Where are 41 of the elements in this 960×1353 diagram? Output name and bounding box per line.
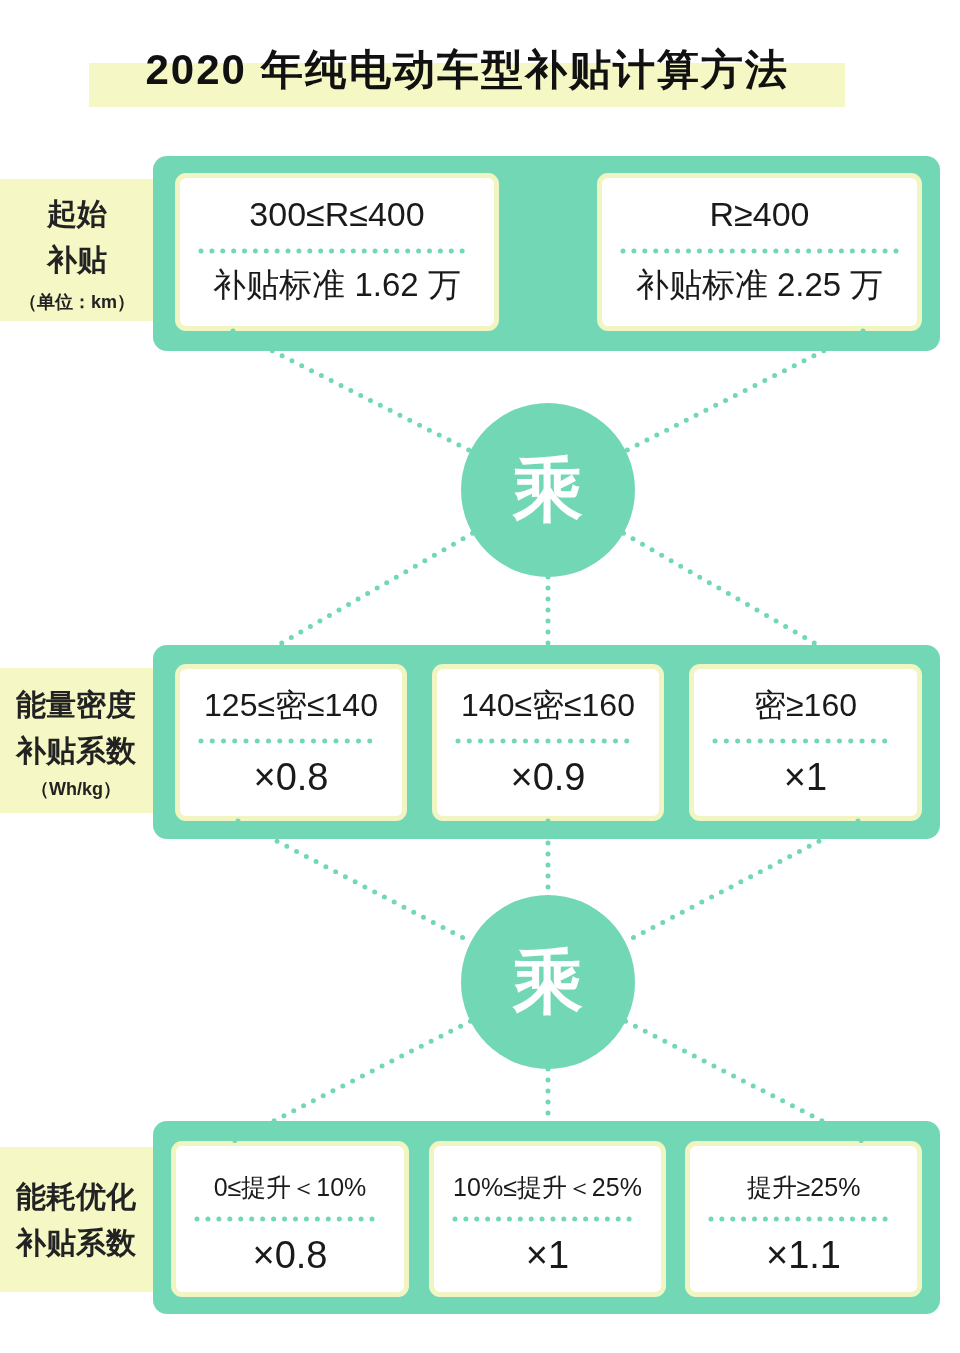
condition-text: 密≥160: [754, 686, 857, 726]
dotted-connector: [623, 1018, 865, 1144]
value-text: ×0.8: [252, 1233, 328, 1279]
option-card: [429, 1141, 666, 1297]
option-card: [689, 664, 922, 821]
option-card: [175, 664, 407, 821]
group-panel: [153, 156, 940, 351]
condition-text: 10%≤提升＜25%: [453, 1171, 642, 1203]
heading-band: [0, 668, 153, 813]
group-panel: [153, 645, 940, 839]
unit-note: （单位：km）: [19, 291, 135, 314]
condition-text: 提升≥25%: [746, 1171, 861, 1203]
option-card: [597, 173, 922, 331]
value-text: ×0.9: [510, 755, 586, 801]
dotted-connector: [231, 1018, 473, 1144]
heading-band: [0, 179, 153, 321]
value-text: ×1.1: [766, 1233, 841, 1279]
unit-note: （Wh/kg）: [31, 778, 121, 801]
row-heading: 能量密度补贴系数: [14, 687, 137, 769]
option-card: [175, 173, 499, 331]
value-text: ×1: [525, 1233, 570, 1279]
group-panel: [153, 1121, 940, 1314]
condition-text: 300≤R≤400: [249, 193, 425, 235]
condition-text: R≥400: [709, 193, 810, 235]
value-text: ×1: [783, 755, 828, 801]
condition-text: 140≤密≤160: [461, 686, 635, 726]
dotted-connector: [230, 328, 473, 454]
operator-text: 乘: [513, 450, 583, 531]
option-card: [432, 664, 664, 821]
option-card: [171, 1141, 409, 1297]
value-text: 补贴标准 1.62 万: [213, 264, 461, 305]
condition-text: 125≤密≤140: [204, 686, 378, 726]
row-heading: 起始补贴: [45, 196, 108, 278]
dotted-connector: [623, 328, 866, 454]
value-text: ×0.8: [253, 755, 329, 801]
option-card: [685, 1141, 922, 1297]
row-heading: 能耗优化补贴系数: [14, 1179, 137, 1261]
condition-text: 0≤提升＜10%: [213, 1171, 367, 1203]
value-text: 补贴标准 2.25 万: [635, 264, 884, 305]
operator-text: 乘: [513, 942, 583, 1023]
heading-band: [0, 1147, 153, 1292]
